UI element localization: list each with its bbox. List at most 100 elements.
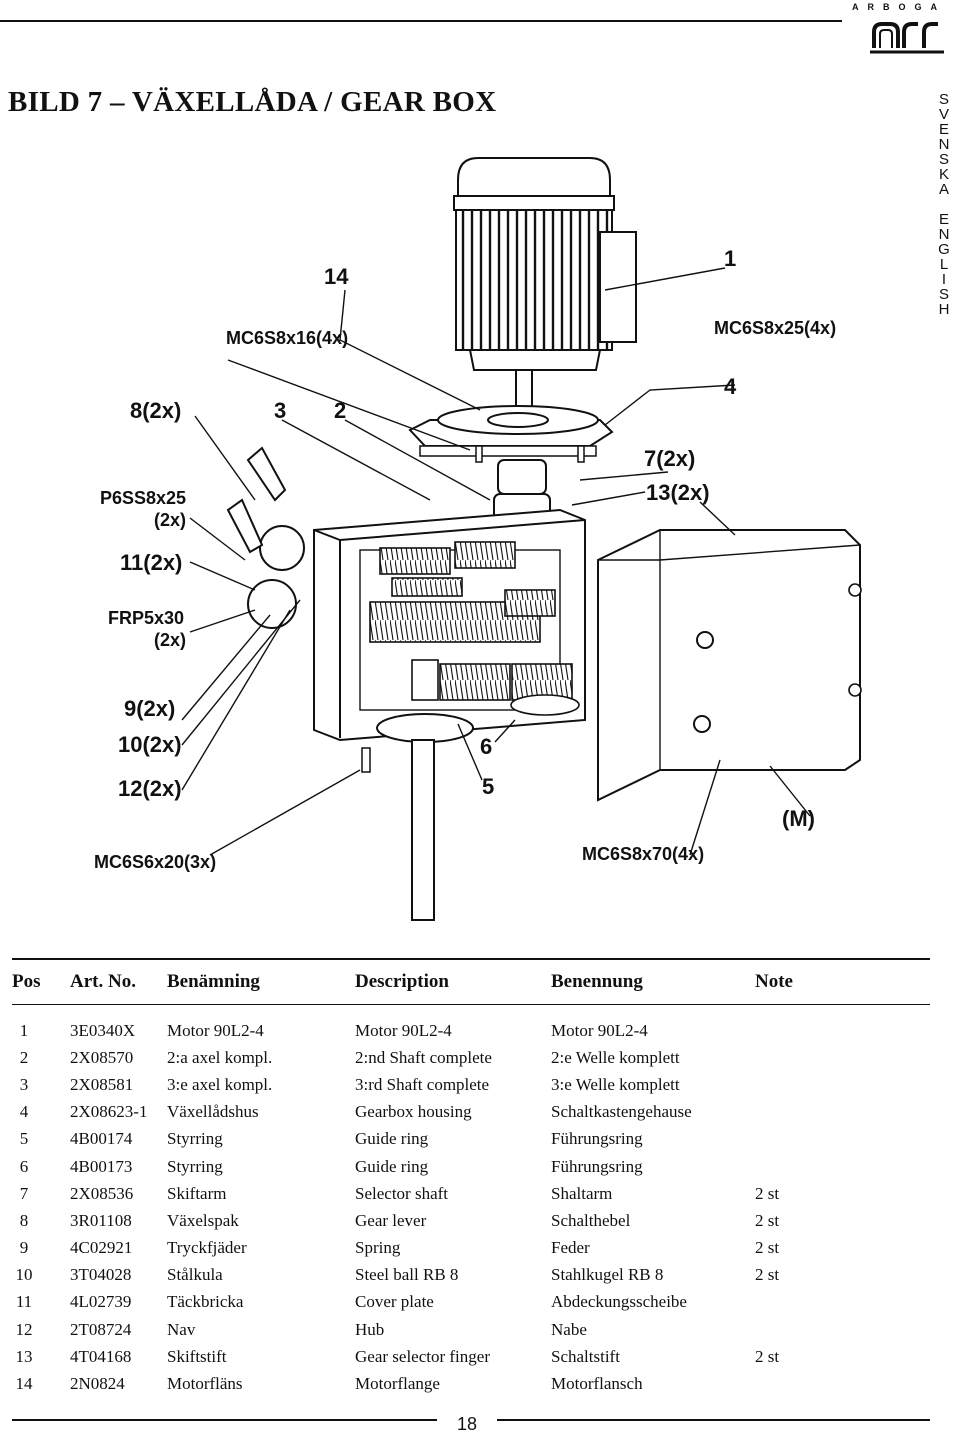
- callout-4: 4: [724, 374, 737, 399]
- cell-benamning: Styrring: [167, 1156, 223, 1176]
- cell-art-no: 2T08724: [70, 1319, 132, 1339]
- callout-frp5x30: FRP5x30: [108, 608, 184, 628]
- callout-p6ss8x25-qty: (2x): [154, 510, 186, 530]
- callout-5: 5: [482, 774, 494, 799]
- footer-rule-left: [12, 1419, 437, 1421]
- arboga-logo-icon: [870, 22, 944, 54]
- cell-description: Selector shaft: [355, 1183, 448, 1203]
- cell-description: Cover plate: [355, 1292, 434, 1312]
- cell-benamning: Täckbricka: [167, 1292, 244, 1312]
- cell-art-no: 2X08623-1: [70, 1102, 148, 1122]
- gear-levers: [226, 446, 305, 629]
- callout-9: 9(2x): [124, 696, 175, 721]
- table-row: 13 4T04168 Skiftstift Gear selector finger S…: [12, 1343, 930, 1370]
- table-header-rule: [12, 1004, 930, 1005]
- cell-description: Spring: [355, 1238, 401, 1258]
- cell-benamning: Skiftstift: [167, 1346, 227, 1366]
- cell-benamning: Stålkula: [167, 1265, 223, 1285]
- cell-pos: 7: [19, 1183, 29, 1203]
- callout-8: 8(2x): [130, 398, 181, 423]
- cell-benamning: 3:e axel kompl.: [167, 1074, 273, 1094]
- cell-pos: 3: [19, 1074, 29, 1094]
- cell-pos: 11: [15, 1292, 33, 1312]
- cell-art-no: 4T04168: [70, 1346, 132, 1366]
- cell-art-no: 4C02921: [70, 1238, 133, 1258]
- screws: [361, 445, 585, 773]
- cell-description: Guide ring: [355, 1129, 429, 1149]
- col-pos: Pos: [12, 971, 41, 992]
- cell-art-no: 2X08570: [70, 1047, 134, 1067]
- cell-note: 2 st: [755, 1346, 780, 1366]
- callout-mc6s6x20: MC6S6x20(3x): [94, 852, 216, 872]
- cell-description: Gearbox housing: [355, 1102, 472, 1122]
- cell-description: Steel ball RB 8: [355, 1265, 459, 1285]
- gearbox-exploded-diagram: 14 1 MC6S8x16(4x) MC6S8x25(4x) 8(2x) 3 2…: [94, 157, 862, 921]
- cell-benennung: Abdeckungsscheibe: [551, 1292, 687, 1312]
- cell-benamning: Tryckfjäder: [167, 1238, 247, 1258]
- page-title: BILD 7 – VÄXELLÅDA / GEAR BOX: [8, 86, 497, 118]
- callout-12: 12(2x): [118, 776, 182, 801]
- cell-description: 3:rd Shaft complete: [355, 1074, 490, 1094]
- callout-mc6s8x16: MC6S8x16(4x): [226, 328, 348, 348]
- cell-benamning: Motorfläns: [167, 1374, 243, 1394]
- cell-pos: 6: [19, 1156, 29, 1176]
- cell-art-no: 3R01108: [70, 1210, 132, 1230]
- col-note: Note: [755, 971, 793, 992]
- cell-note: 2 st: [755, 1183, 780, 1203]
- cell-art-no: 4L02739: [70, 1292, 132, 1312]
- callout-13: 13(2x): [646, 480, 710, 505]
- cell-description: Hub: [355, 1319, 385, 1339]
- cell-benamning: Styrring: [167, 1129, 223, 1149]
- top-rule: [0, 20, 842, 22]
- cell-art-no: 3E0340X: [70, 1020, 136, 1040]
- motor-flange: [408, 405, 614, 457]
- cell-pos: 4: [19, 1102, 29, 1122]
- parts-table: Pos Art. No. Benämning Description Benen…: [12, 958, 930, 1398]
- cell-art-no: 2N0824: [70, 1374, 125, 1394]
- table-row: 11 4L02739 Täckbricka Cover plate Abdeckungs…: [12, 1289, 930, 1316]
- table-top-rule: [12, 958, 930, 960]
- cell-benennung: Stahlkugel RB 8: [551, 1265, 664, 1285]
- cell-benennung: Nabe: [551, 1319, 587, 1339]
- cell-pos: 2: [19, 1047, 29, 1067]
- cell-description: 2:nd Shaft complete: [355, 1047, 492, 1067]
- leader-lines: [181, 267, 811, 856]
- cell-benamning: Nav: [167, 1319, 196, 1339]
- cell-description: Motorflange: [355, 1374, 440, 1394]
- table-header: Pos Art. No. Benämning Description Benen…: [12, 960, 930, 1004]
- callout-mc6s8x70: MC6S8x70(4x): [582, 844, 704, 864]
- callout-1: 1: [724, 246, 736, 271]
- cell-benennung: Shaltarm: [551, 1183, 613, 1203]
- cell-art-no: 3T04028: [70, 1265, 132, 1285]
- cell-art-no: 4B00174: [70, 1129, 133, 1149]
- gear-stack: [369, 541, 580, 921]
- cell-benamning: Växelspak: [167, 1210, 239, 1230]
- cell-description: Guide ring: [355, 1156, 429, 1176]
- cell-benamning: Skiftarm: [167, 1183, 227, 1203]
- callout-11: 11(2x): [120, 550, 182, 575]
- cell-benennung: Schaltkastengehause: [551, 1102, 692, 1122]
- cell-pos: 1: [19, 1020, 29, 1040]
- cell-pos: 8: [19, 1210, 29, 1230]
- cell-pos: 13: [15, 1346, 33, 1366]
- cell-art-no: 2X08536: [70, 1183, 134, 1203]
- cell-description: Gear selector finger: [355, 1346, 490, 1366]
- cell-description: Gear lever: [355, 1210, 427, 1230]
- footer-rule-right: [497, 1419, 930, 1421]
- callout-10: 10(2x): [118, 732, 182, 757]
- cell-benennung: Schaltstift: [551, 1346, 620, 1366]
- cell-art-no: 4B00173: [70, 1156, 133, 1176]
- callout-frp5x30-qty: (2x): [154, 630, 186, 650]
